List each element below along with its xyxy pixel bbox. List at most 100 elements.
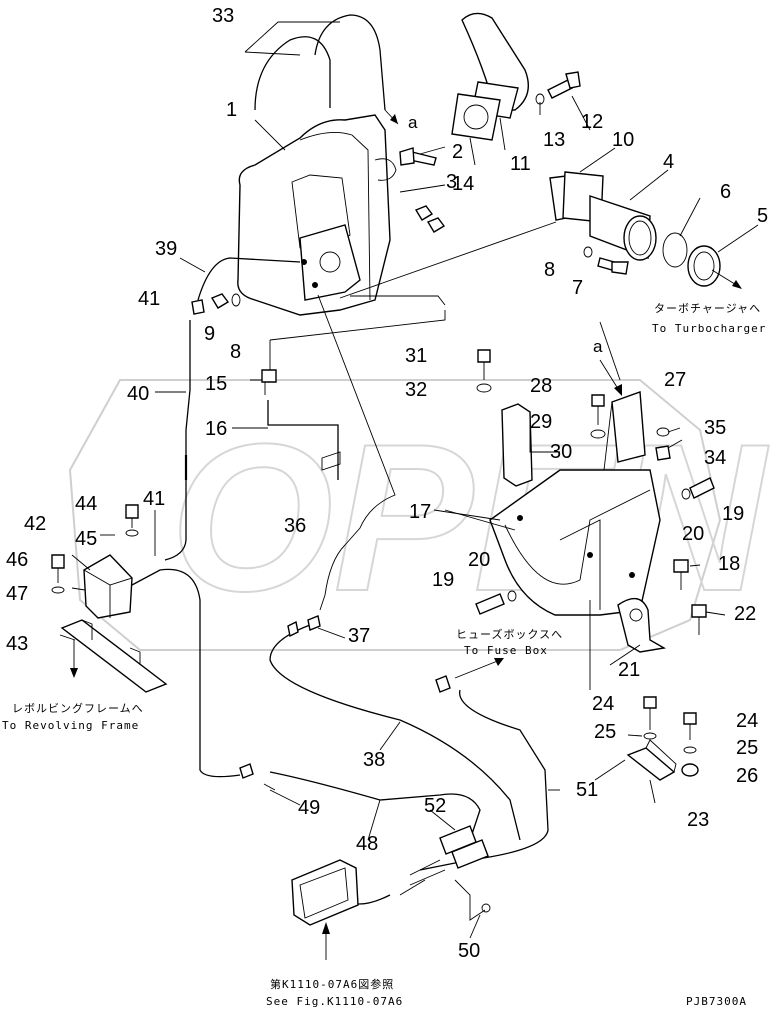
callout-19-a: 19 [722,503,744,525]
callout-19-b: 19 [432,569,454,591]
callout-27: 27 [664,369,686,391]
callout-34: 34 [704,447,726,469]
callout-36: 36 [284,515,306,537]
detail-mark-a-right: a [593,337,603,356]
callout-52: 52 [424,795,446,817]
callout-17: 17 [409,501,431,523]
callout-16: 16 [205,418,227,440]
callout-50: 50 [458,940,480,962]
callout-25-b: 25 [736,737,758,759]
callout-32: 32 [405,379,427,401]
callout-37: 37 [348,625,370,647]
bolt-22 [691,604,707,635]
callout-numbers: 33 1 2 3 14 11 13 12 10 4 6 5 39 41 9 8 … [6,5,768,962]
bracket-27 [603,391,646,471]
cable-group-33 [244,14,399,125]
bracket-29 [501,403,533,487]
callout-23: 23 [687,809,709,831]
nut-34 [655,427,671,461]
callout-28: 28 [530,375,552,397]
drawing-code: PJB7300A [686,995,747,1008]
callout-21: 21 [618,659,640,681]
note-revolving-jp: レボルビングフレームへ [12,701,144,715]
callout-42: 42 [24,513,46,535]
bolt-2 [399,147,437,166]
exhaust-pipe [451,12,529,141]
leader-36 [317,294,396,611]
callout-20-a: 20 [682,523,704,545]
callout-48: 48 [356,833,378,855]
detail-mark-a-top: a [408,113,418,132]
controller-42 [51,504,139,619]
callout-26: 26 [736,765,758,787]
callout-1: 1 [226,99,237,121]
callout-6: 6 [720,181,731,203]
callout-45: 45 [75,528,97,550]
callout-24-a: 24 [592,693,614,715]
note-turbo-jp: ターボチャージャへ [654,302,761,315]
callout-4: 4 [663,151,674,173]
callout-9: 9 [204,323,215,345]
note-fig-jp: 第K1110-07A6図参照 [270,977,394,991]
callout-41-b: 41 [143,488,165,510]
callout-22: 22 [734,603,756,625]
callout-2: 2 [452,141,463,163]
note-turbo-en: To Turbocharger [652,322,766,335]
callout-29: 29 [530,411,552,433]
bolt-19-left [475,590,517,615]
callout-49: 49 [298,797,320,819]
callout-43: 43 [6,633,28,655]
callout-7: 7 [572,277,583,299]
callout-31: 31 [405,345,427,367]
note-see-fig: 第K1110-07A6図参照 See Fig.K1110-07A6 [266,977,403,1008]
note-fuse-en: To Fuse Box [464,644,548,657]
note-revolving-en: To Revolving Frame [2,719,139,732]
callout-8-a: 8 [230,341,241,363]
bracket-17 [489,469,661,616]
leader-lines [59,95,759,939]
callout-20-b: 20 [468,549,490,571]
note-fig-en: See Fig.K1110-07A6 [266,995,403,1008]
note-revolving-frame: レボルビングフレームへ To Revolving Frame [2,701,144,732]
sensor-15 [261,340,341,480]
frame-43 [60,619,168,693]
callout-24-b: 24 [736,710,758,732]
nut-9 [191,293,241,315]
callout-3: 3 [446,171,457,193]
callout-30: 30 [550,441,572,463]
callout-8-b: 8 [544,259,555,281]
callout-18: 18 [718,553,740,575]
callout-13: 13 [543,129,565,151]
bolt-28 [590,394,606,439]
pipe-assembly [549,171,742,289]
harness [131,568,549,921]
cable-39-40 [164,257,301,561]
callout-46: 46 [6,549,28,571]
callout-5: 5 [757,205,768,227]
bolt-31 [476,349,492,393]
callout-12: 12 [581,111,603,133]
nut-3 [414,205,446,233]
bracket-23 [626,696,699,781]
ecu-unit [291,859,359,960]
note-fuse-jp: ヒューズボックスへ [456,627,563,641]
callout-40: 40 [127,383,149,405]
callout-44: 44 [75,493,97,515]
callout-33: 33 [212,5,234,27]
callout-51: 51 [576,779,598,801]
callout-14: 14 [452,173,474,195]
note-turbocharger: ターボチャージャへ To Turbocharger [652,302,766,335]
callout-39: 39 [155,238,177,260]
bolt-18 [673,559,689,590]
callout-11: 11 [510,153,531,175]
muffler [237,114,397,316]
callout-47: 47 [6,583,28,605]
callout-25-a: 25 [594,721,616,743]
callout-41-a: 41 [138,288,160,310]
callout-35: 35 [704,417,726,439]
callout-15: 15 [205,373,227,395]
callout-10: 10 [612,129,634,151]
callout-38: 38 [363,749,385,771]
bracket-21 [617,597,667,653]
